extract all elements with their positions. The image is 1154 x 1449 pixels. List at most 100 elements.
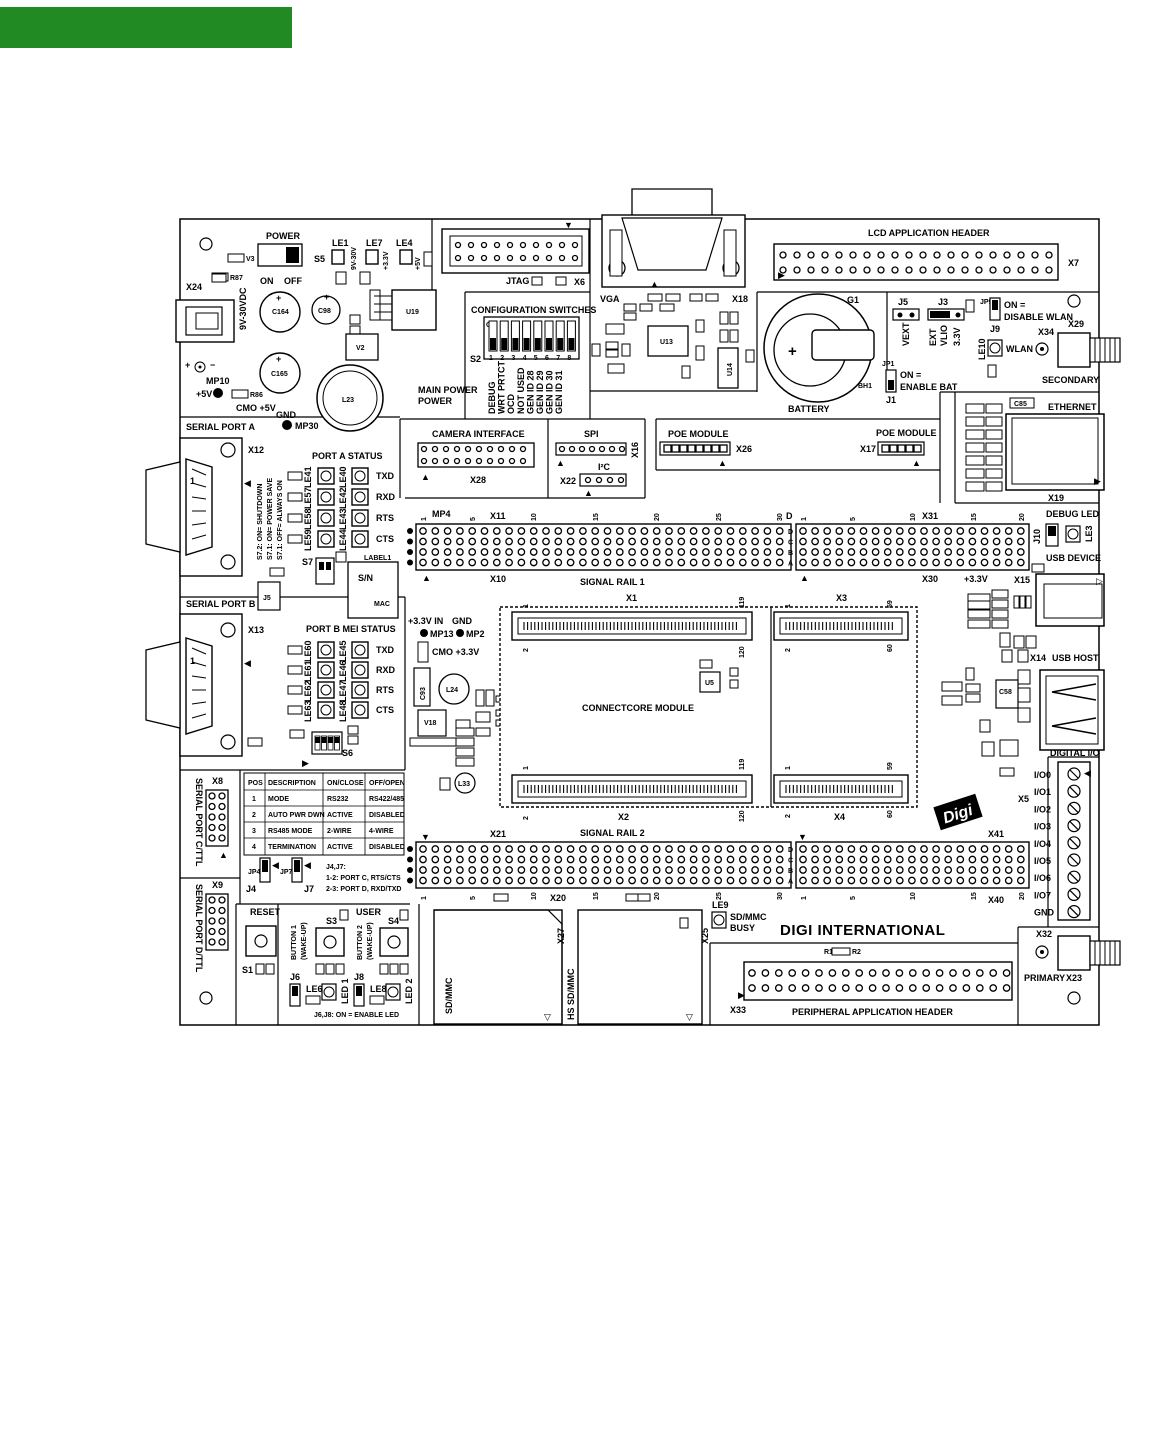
table-cell: RS485 MODE — [268, 828, 313, 835]
rail-pin — [992, 866, 1001, 874]
rail-pin — [714, 537, 723, 546]
rail-pin — [859, 845, 868, 853]
signal-rail-1-left[interactable] — [415, 523, 792, 571]
usb-device-connector[interactable]: ▷ — [1035, 573, 1105, 627]
rail-pin — [895, 876, 904, 885]
rail-pin — [615, 558, 624, 567]
svg-text:PORT B MEI STATUS: PORT B MEI STATUS — [306, 624, 396, 634]
digital-io-terminal-block[interactable] — [1057, 761, 1091, 921]
serial-port-a-connector[interactable]: ◀ — [145, 437, 251, 577]
rail-pin — [775, 855, 784, 864]
rail-pin — [529, 558, 538, 567]
svg-text:▼: ▼ — [798, 832, 807, 842]
user-button-1[interactable] — [315, 927, 345, 957]
svg-text:SERIAL PORT A: SERIAL PORT A — [186, 422, 256, 432]
signal-rail-1-right[interactable] — [795, 523, 1030, 571]
svg-text:GND: GND — [452, 616, 473, 626]
resistor — [287, 492, 303, 502]
rail-pin — [443, 845, 452, 853]
power-jack[interactable] — [175, 299, 235, 343]
rail-pin — [431, 876, 440, 885]
rail-row-mark — [407, 538, 413, 545]
rail-pin — [871, 876, 880, 885]
header-pin — [532, 254, 540, 262]
header-pin — [467, 254, 475, 262]
status-led-lens — [354, 704, 366, 716]
config-dip-switch[interactable] — [483, 316, 580, 360]
rail-pin — [628, 548, 636, 556]
serial-port-b-connector[interactable]: ◀ — [145, 613, 251, 757]
s7-switch[interactable] — [315, 557, 335, 585]
rail-pin — [702, 548, 710, 556]
svg-text:SERIAL PORT C/TTL: SERIAL PORT C/TTL — [194, 778, 204, 867]
signal-rail-2-right[interactable] — [795, 841, 1030, 889]
table-cell: DISABLED — [369, 812, 405, 819]
reset-button[interactable] — [245, 925, 277, 957]
header-pin — [519, 241, 527, 249]
rail-pin — [956, 845, 965, 853]
svg-text:DIGITAL I/O: DIGITAL I/O — [1050, 748, 1100, 758]
status-led-lens — [354, 664, 366, 676]
lcd-header[interactable] — [773, 243, 1059, 281]
rail-pin — [908, 876, 916, 885]
header-pin — [989, 266, 997, 274]
vga-connector[interactable] — [601, 188, 746, 288]
rail-pin — [529, 855, 538, 864]
led-label: LE59 — [303, 529, 313, 551]
svg-text:X11: X11 — [490, 511, 506, 521]
jtag-header[interactable] — [441, 228, 590, 274]
header-pin — [208, 813, 216, 821]
hs-sd-mmc-slot[interactable]: ▽ — [577, 909, 703, 1025]
rail-pin — [505, 866, 513, 874]
rail-pin — [468, 527, 477, 535]
led-label: LE41 — [303, 466, 313, 488]
rail-pin — [738, 866, 747, 874]
table-cell: 4-WIRE — [369, 828, 394, 835]
rail-pin — [992, 527, 1001, 535]
peripheral-header[interactable] — [743, 961, 1013, 1001]
signal-rail-2-left[interactable] — [415, 841, 792, 889]
ethernet-jack[interactable]: ▶ — [1005, 413, 1105, 491]
svg-text:+3.3V IN: +3.3V IN — [408, 616, 443, 626]
header-pin — [486, 445, 494, 453]
rail-pin — [677, 876, 686, 885]
rail-pin — [615, 527, 624, 535]
header-pin — [908, 969, 917, 977]
svg-text:2: 2 — [523, 816, 530, 820]
i2c-header[interactable] — [579, 473, 627, 487]
rail-pin — [895, 548, 904, 556]
sd-mmc-slot[interactable]: ▽ — [433, 909, 563, 1025]
label1-box — [347, 561, 399, 619]
secondary-antenna-connector[interactable] — [1057, 332, 1121, 368]
usb-host-connector[interactable] — [1039, 669, 1105, 751]
rail-pin — [615, 876, 624, 885]
svg-text:X27: X27 — [556, 928, 566, 944]
rail-pin — [980, 855, 989, 864]
header-pin — [218, 917, 226, 925]
header-pin — [863, 266, 871, 274]
svg-text:−: − — [210, 360, 215, 370]
rail-pin — [456, 548, 464, 556]
rail-pin — [456, 558, 464, 567]
rail-pin — [738, 876, 747, 885]
status-led-lens — [354, 533, 366, 545]
rail-pin — [775, 537, 784, 546]
digital-io-pin-label: I/O0 — [1034, 770, 1051, 780]
resistor — [1013, 595, 1020, 609]
rail-pin — [944, 845, 953, 853]
rail-pin — [677, 537, 686, 546]
rail-pin — [505, 876, 513, 885]
rail-pin — [968, 558, 977, 567]
svg-text:X26: X26 — [736, 444, 752, 454]
config-switch-function: GEN ID 28 — [525, 370, 535, 414]
svg-text:X19: X19 — [1048, 493, 1064, 503]
rail-pin — [775, 558, 784, 567]
primary-antenna-connector[interactable] — [1057, 935, 1121, 971]
header-pin — [606, 476, 614, 484]
signal-label: TXD — [376, 471, 395, 481]
user-button-2[interactable] — [379, 927, 409, 957]
svg-text:C165: C165 — [271, 371, 288, 378]
rail-pin — [847, 558, 856, 567]
rail-pin — [591, 845, 600, 853]
j5-jumper[interactable] — [892, 308, 920, 321]
